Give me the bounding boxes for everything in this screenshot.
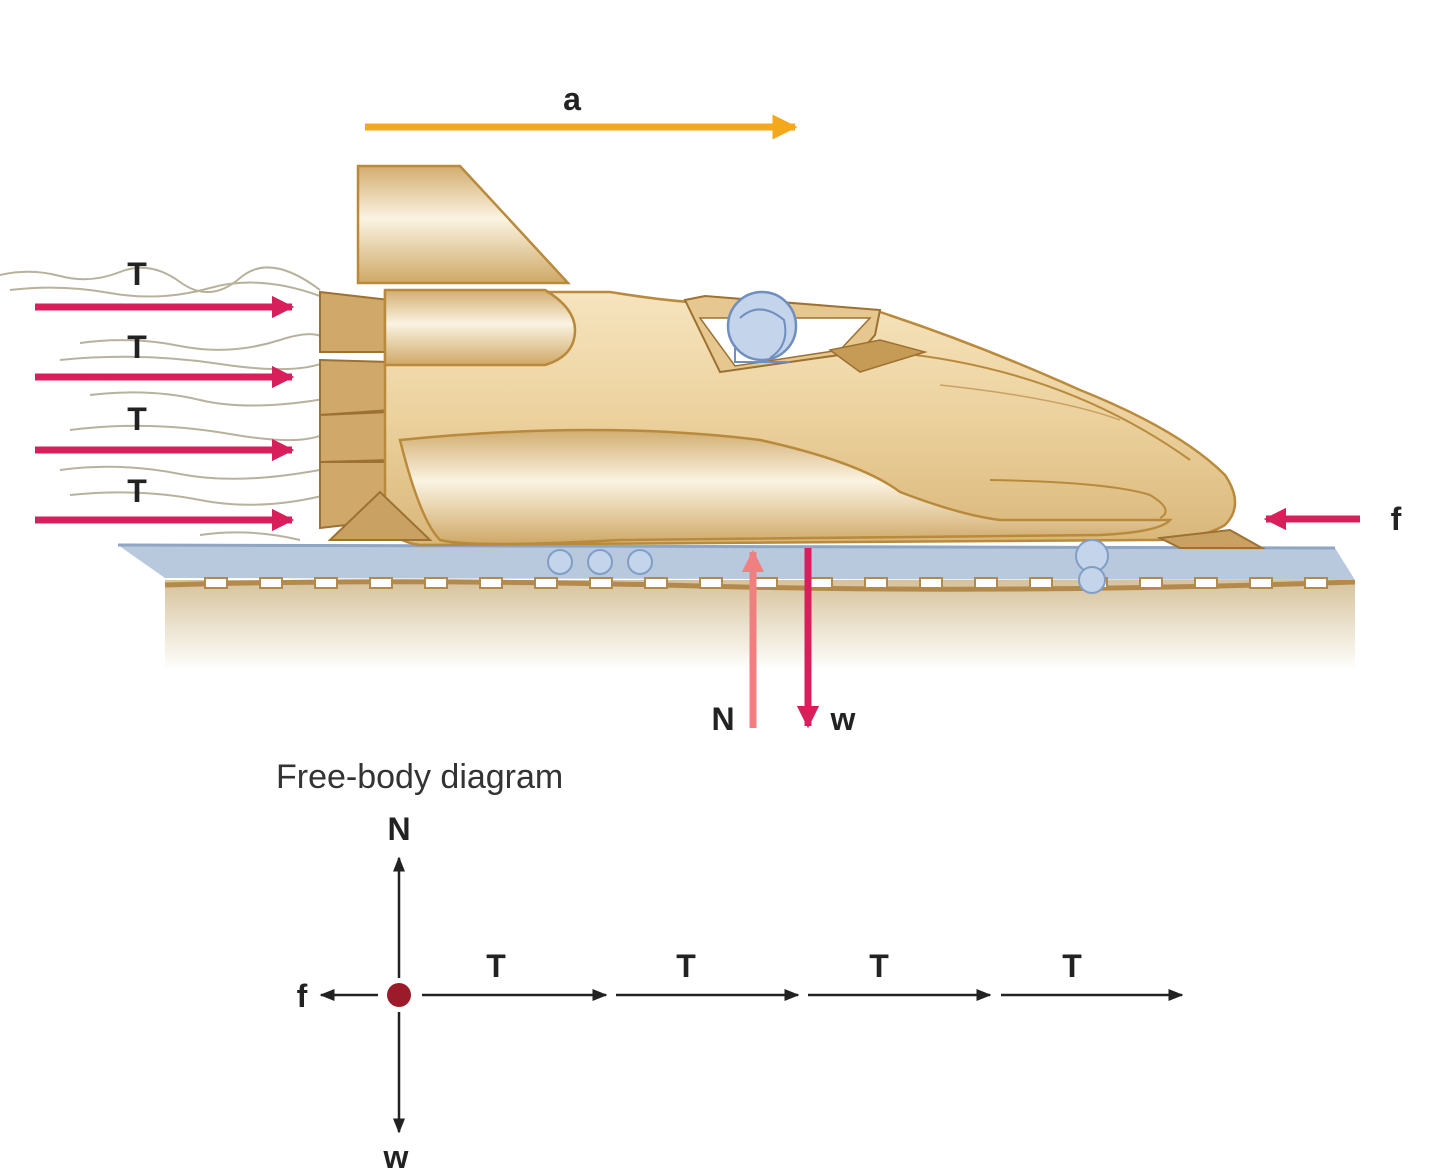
fbd-thrust-label-1: T [486,948,506,984]
acceleration-vector: a [365,81,798,140]
weight-vector: w [796,548,856,737]
exhaust-smoke [0,266,331,541]
fbd-thrust-label-2: T [676,948,696,984]
tail-fin [356,164,571,285]
free-body-diagram: Free-body diagram N w f T T T T [276,758,1184,1173]
thrust-label-4: T [127,473,147,509]
normal-vector: N [711,549,765,737]
rail-track [117,543,1355,589]
fbd-body-dot [387,983,411,1007]
acceleration-label: a [563,81,581,117]
rear-wheels [547,549,653,575]
thrust-label-1: T [127,256,147,292]
rail-ties [204,577,1328,589]
lower-engine-pod [398,428,1173,546]
thrust-vectors: T T T T [35,256,295,532]
thrust-label-3: T [127,401,147,437]
ground [164,579,1356,670]
pilot-helmet [726,290,798,363]
fbd-weight-label: w [383,1139,409,1173]
friction-vector: f [1263,501,1402,537]
upper-engine-pod [383,288,577,367]
fbd-thrust-label-4: T [1062,948,1082,984]
free-body-caption: Free-body diagram [276,758,563,796]
normal-label: N [711,701,734,737]
fbd-normal-label: N [387,811,410,847]
thrust-label-2: T [127,329,147,365]
fbd-thrust-label-3: T [869,948,889,984]
rocket-sled [319,164,1266,594]
friction-label: f [1391,501,1402,537]
weight-label: w [830,701,856,737]
fbd-friction-label: f [297,978,308,1014]
front-wheels [1075,539,1109,594]
